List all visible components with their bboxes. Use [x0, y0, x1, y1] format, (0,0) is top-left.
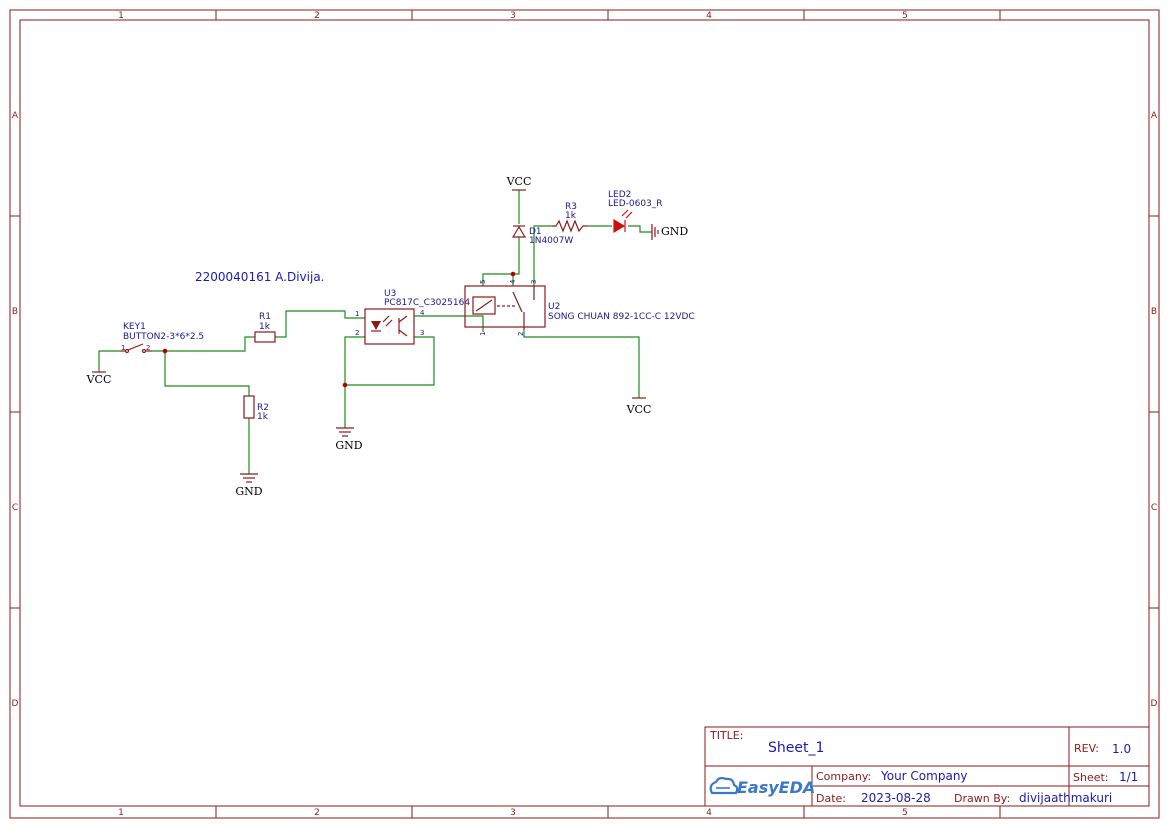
- r2-resistor[interactable]: R2 1k: [243, 395, 269, 422]
- junction-dot: [162, 348, 168, 354]
- r3-ref: R3: [565, 202, 577, 212]
- company-value: Your Company: [880, 769, 968, 783]
- row-label-left: B: [12, 307, 18, 317]
- junction-dot: [510, 271, 516, 277]
- u3-pin4: 4: [420, 309, 425, 317]
- column-label-top: 2: [314, 11, 320, 21]
- rev-value: 1.0: [1112, 742, 1131, 756]
- u2-pin3: 3: [530, 280, 538, 284]
- u2-pin2: 2: [517, 332, 525, 336]
- sheet-value: 1/1: [1119, 770, 1138, 784]
- column-label-top: 1: [118, 11, 124, 21]
- d1-ref: D1: [529, 227, 542, 237]
- u2-pin5: 5: [479, 280, 487, 284]
- author-annotation: 2200040161 A.Divija.: [195, 270, 325, 284]
- column-label-bottom: 1: [118, 808, 124, 818]
- vcc-net-label: VCC: [86, 373, 112, 386]
- key1-button[interactable]: 1 2 KEY1 BUTTON2-3*6*2.5: [120, 322, 204, 354]
- column-label-top: 3: [510, 11, 516, 21]
- date-label: Date:: [816, 792, 846, 805]
- u3-value: PC817C_C3025164: [384, 298, 470, 308]
- row-label-left: C: [12, 503, 18, 513]
- u2-relay[interactable]: 1 2 3 4 5 U2 SONG CHUAN 892-1CC-C 12VDC: [464, 279, 695, 336]
- key1-pin1: 1: [121, 344, 125, 352]
- gnd-symbol-led: GND: [651, 224, 688, 240]
- r1-ref: R1: [259, 312, 271, 322]
- drawing-frame: 1 2 3 4 5 1 2 3 4 5 A B C D A B C D: [9, 9, 1160, 819]
- vcc-symbol-key: VCC: [86, 371, 112, 386]
- sheet-title: Sheet_1: [768, 740, 824, 756]
- title-label: TITLE:: [709, 729, 743, 742]
- rev-label: REV:: [1074, 742, 1099, 755]
- vcc-symbol-diode: VCC: [506, 175, 532, 191]
- led2-led[interactable]: LED2 LED-0603_R: [608, 190, 663, 234]
- u3-pin2: 2: [355, 329, 359, 337]
- column-label-top: 5: [902, 11, 908, 21]
- junction-dot: [342, 382, 348, 388]
- date-value: 2023-08-28: [861, 791, 931, 805]
- r1-resistor[interactable]: R1 1k: [254, 312, 276, 343]
- vcc-net-label: VCC: [506, 175, 532, 188]
- company-label: Company:: [816, 770, 871, 783]
- row-label-right: A: [1151, 111, 1158, 121]
- r2-value: 1k: [257, 412, 269, 422]
- gnd-symbol-u3: GND: [335, 427, 363, 452]
- u2-pin4: 4: [509, 279, 517, 284]
- led2-value: LED-0603_R: [608, 199, 663, 209]
- r2-ref: R2: [257, 403, 269, 413]
- u3-ref: U3: [384, 289, 396, 299]
- logo-text: EasyEDA: [737, 778, 815, 797]
- cloud-icon: [709, 776, 739, 795]
- u2-pin1: 1: [479, 332, 487, 336]
- wires: [98, 190, 652, 474]
- led2-ref: LED2: [608, 190, 631, 200]
- u3-optocoupler[interactable]: 1 2 3 4 U3 PC817C_C3025164: [355, 289, 470, 345]
- vcc-net-label: VCC: [626, 403, 652, 416]
- row-label-right: C: [1151, 503, 1157, 513]
- d1-diode[interactable]: D1 1N4007W: [511, 225, 573, 246]
- row-label-left: D: [12, 699, 19, 709]
- column-label-bottom: 2: [314, 808, 320, 818]
- row-label-right: B: [1151, 307, 1157, 317]
- gnd-net-label: GND: [235, 485, 262, 498]
- column-label-bottom: 5: [902, 808, 908, 818]
- d1-value: 1N4007W: [529, 236, 573, 246]
- title-block: TITLE: Sheet_1 REV: 1.0 Company: Your Co…: [704, 726, 1150, 807]
- column-label-top: 4: [706, 11, 712, 21]
- gnd-net-label: GND: [335, 439, 362, 452]
- gnd-net-label: GND: [661, 225, 688, 238]
- easyeda-logo: EasyEDA: [709, 776, 815, 797]
- u2-value: SONG CHUAN 892-1CC-C 12VDC: [548, 312, 695, 322]
- r1-value: 1k: [259, 322, 271, 332]
- vcc-symbol-relay: VCC: [626, 397, 652, 416]
- drawn-by-label: Drawn By:: [954, 792, 1010, 805]
- row-label-right: D: [1151, 699, 1158, 709]
- key1-pin2: 2: [146, 344, 150, 352]
- gnd-symbol-r2: GND: [235, 473, 263, 498]
- u3-pin3: 3: [420, 329, 424, 337]
- column-label-bottom: 3: [510, 808, 516, 818]
- key1-ref: KEY1: [123, 322, 146, 332]
- u2-ref: U2: [548, 302, 560, 312]
- u3-pin1: 1: [355, 310, 359, 318]
- r3-value: 1k: [565, 211, 577, 221]
- r3-resistor[interactable]: R3 1k: [552, 202, 588, 233]
- row-label-left: A: [12, 111, 19, 121]
- drawn-by-value: divijaathmakuri: [1019, 791, 1112, 805]
- key1-value: BUTTON2-3*6*2.5: [123, 332, 204, 342]
- sheet-label: Sheet:: [1073, 771, 1109, 784]
- column-label-bottom: 4: [706, 808, 712, 818]
